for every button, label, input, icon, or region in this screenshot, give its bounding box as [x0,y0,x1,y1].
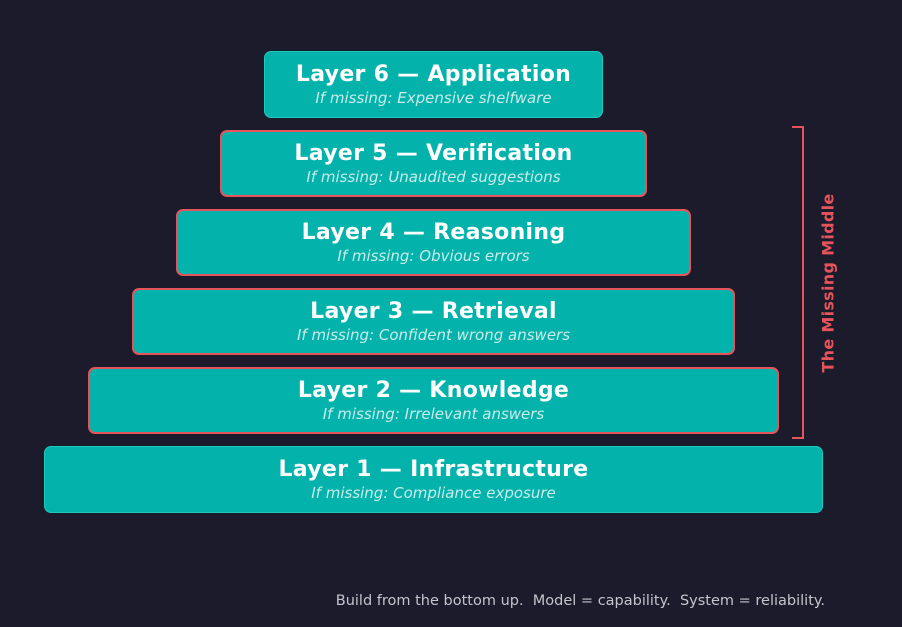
layer-missing-note: If missing: Obvious errors [337,246,530,265]
layer-1-infrastructure: Layer 1 — Infrastructure If missing: Com… [44,446,823,513]
layer-title: Layer 2 — Knowledge [297,377,570,403]
layer-title: Layer 1 — Infrastructure [278,456,589,482]
missing-middle-label: The Missing Middle [818,193,838,373]
layer-3-retrieval: Layer 3 — Retrieval If missing: Confiden… [132,288,735,355]
layer-title: Layer 5 — Verification [294,140,573,166]
layer-title: Layer 3 — Retrieval [310,298,557,324]
missing-middle-bracket [792,126,804,439]
layer-missing-note: If missing: Confident wrong answers [296,325,571,344]
layer-missing-note: If missing: Unaudited suggestions [306,167,561,186]
layer-6-application: Layer 6 — Application If missing: Expens… [264,51,603,118]
layer-4-reasoning: Layer 4 — Reasoning If missing: Obvious … [176,209,691,276]
layer-missing-note: If missing: Irrelevant answers [322,404,545,423]
layer-title: Layer 4 — Reasoning [301,219,566,245]
layer-5-verification: Layer 5 — Verification If missing: Unaud… [220,130,647,197]
layer-title: Layer 6 — Application [295,61,572,87]
footer-caption: Build from the bottom up. Model = capabi… [335,593,825,609]
layer-missing-note: If missing: Compliance exposure [311,483,556,502]
layer-missing-note: If missing: Expensive shelfware [315,88,552,107]
layer-2-knowledge: Layer 2 — Knowledge If missing: Irreleva… [88,367,779,434]
